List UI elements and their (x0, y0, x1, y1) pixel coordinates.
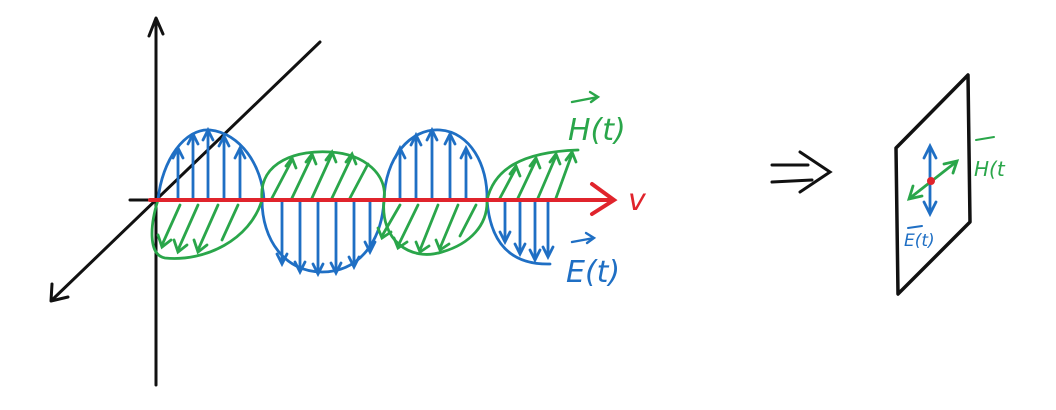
h-vector-arrow (570, 90, 601, 104)
propagation-axis (148, 182, 618, 216)
plane-e-label: E(t) (904, 231, 935, 251)
plane-h-label-group: H(t (974, 136, 1006, 181)
e-vector-arrow (570, 231, 597, 245)
implies-symbol (770, 150, 833, 194)
e-vectors-up (176, 130, 468, 202)
plane-outline (894, 73, 972, 296)
e-lobe-3 (382, 128, 489, 202)
e-vectors-down (280, 198, 550, 274)
e-arrowheads-down (275, 230, 555, 278)
plane-origin-dot (927, 177, 935, 185)
depth-axis-arrowhead (49, 282, 70, 303)
e-field-wave (156, 126, 555, 278)
wavefront-plane (894, 73, 972, 296)
propagation-arrowhead (590, 182, 618, 216)
propagation-label: v (628, 183, 647, 218)
h-lobe-4 (485, 148, 580, 202)
h-lobe-1 (150, 198, 264, 260)
h-vectors (160, 152, 574, 252)
h-arrowheads (156, 149, 578, 255)
plane-e-label-group: E(t) (904, 225, 935, 251)
h-lobe-2 (260, 150, 386, 202)
e-arrowheads-up (171, 126, 473, 160)
e-field-label-group: E(t) (566, 231, 620, 290)
e-lobe-2 (260, 198, 386, 274)
h-field-label: H(t) (568, 113, 626, 148)
h-field-wave (150, 148, 580, 260)
depth-axis (50, 40, 322, 302)
e-lobe-1 (156, 128, 266, 202)
e-field-label: E(t) (566, 255, 620, 290)
vertical-axis-arrowhead (147, 16, 165, 38)
e-lobe-4 (485, 198, 552, 266)
plane-h-label: H(t (974, 157, 1006, 181)
h-field-label-group: H(t) (568, 90, 626, 148)
